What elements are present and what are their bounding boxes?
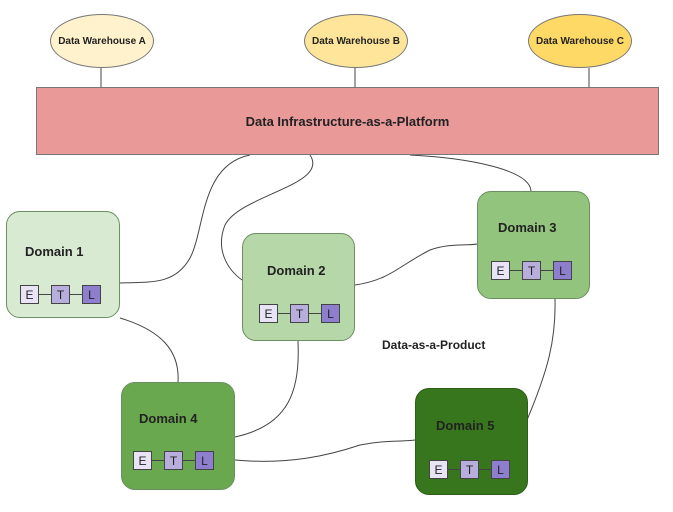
domain-2: Domain 2 E T L: [242, 233, 355, 341]
extract-box: E: [259, 304, 278, 323]
domain-3-title: Domain 3: [498, 220, 557, 235]
domain-2-etl: E T L: [259, 304, 340, 323]
data-as-a-product-label: Data-as-a-Product: [382, 338, 486, 352]
domain-5-etl: E T L: [429, 460, 510, 479]
extract-box: E: [491, 261, 510, 280]
connector-platform-domain1: [119, 154, 251, 284]
domain-2-title: Domain 2: [267, 263, 326, 278]
connector-domain4-domain5: [234, 439, 416, 462]
load-box: L: [321, 304, 340, 323]
transform-box: T: [164, 451, 183, 470]
platform-box: Data Infrastructure-as-a-Platform: [36, 87, 659, 155]
warehouse-b: Data Warehouse B: [304, 14, 408, 68]
connector-domain1-domain4: [119, 317, 179, 383]
domain-4: Domain 4 E T L: [121, 382, 235, 490]
domain-1-title: Domain 1: [25, 244, 84, 259]
load-box: L: [491, 460, 510, 479]
domain-3: Domain 3 E T L: [477, 191, 590, 299]
transform-box: T: [460, 460, 479, 479]
warehouse-a: Data Warehouse A: [50, 14, 154, 68]
load-box: L: [82, 285, 101, 304]
domain-5-title: Domain 5: [436, 418, 495, 433]
domain-1-etl: E T L: [20, 285, 101, 304]
transform-box: T: [51, 285, 70, 304]
connector-domain3-domain5: [526, 298, 556, 421]
domain-4-etl: E T L: [133, 451, 214, 470]
domain-4-title: Domain 4: [139, 411, 198, 426]
extract-box: E: [429, 460, 448, 479]
warehouse-c: Data Warehouse C: [528, 14, 632, 68]
extract-box: E: [133, 451, 152, 470]
transform-box: T: [522, 261, 541, 280]
domain-5: Domain 5 E T L: [415, 388, 528, 495]
extract-box: E: [20, 285, 39, 304]
domain-3-etl: E T L: [491, 261, 572, 280]
load-box: L: [553, 261, 572, 280]
domain-1: Domain 1 E T L: [6, 211, 120, 318]
platform-label: Data Infrastructure-as-a-Platform: [245, 113, 450, 129]
connector-domain2-domain4: [234, 340, 299, 438]
load-box: L: [195, 451, 214, 470]
connector-domain2-domain3: [354, 243, 478, 286]
connector-platform-domain2: [220, 154, 314, 281]
transform-box: T: [290, 304, 309, 323]
connector-platform-domain3: [409, 154, 532, 192]
